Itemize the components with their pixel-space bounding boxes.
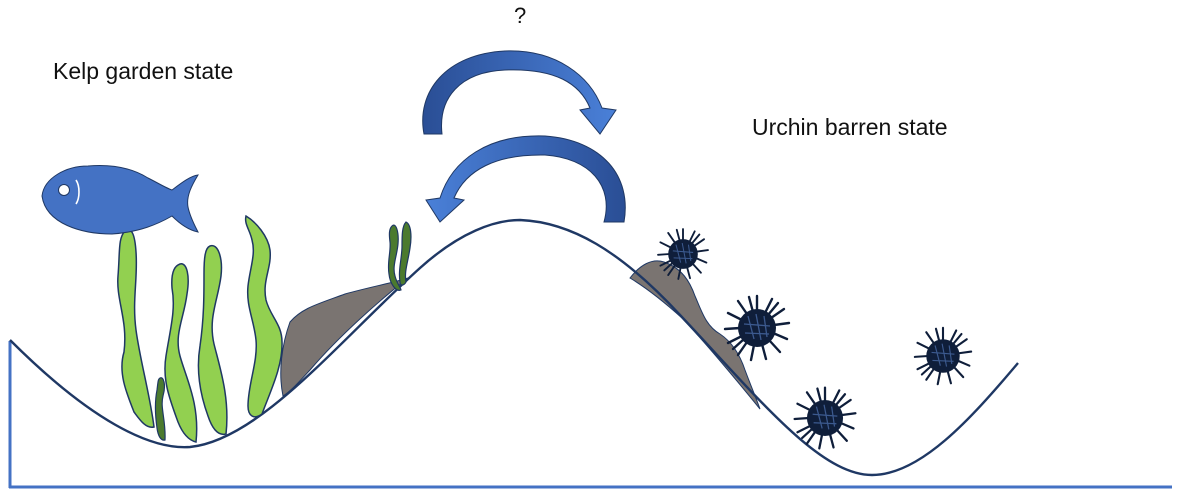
curved-arrow-icon[interactable]: [425, 135, 626, 223]
kelp-icon: [197, 244, 228, 436]
kelp-icon: [164, 263, 198, 443]
kelp-icon: [387, 224, 402, 291]
urchin-barren-state-label: Urchin barren state: [752, 114, 948, 140]
landscape-curve: [9, 218, 1019, 477]
kelp-icon: [244, 214, 283, 418]
kelp-icon: [398, 221, 412, 286]
kelp-icon: [154, 377, 166, 441]
sea-urchin-icon: [913, 326, 973, 386]
kelp-icon: [117, 229, 155, 429]
question-mark-label: ?: [514, 3, 527, 28]
sea-urchin-icon: [793, 386, 857, 450]
rock-left: [280, 277, 409, 397]
fish-icon: [41, 165, 199, 235]
kelp-garden-state-label: Kelp garden state: [53, 58, 234, 84]
curved-arrow-icon[interactable]: [422, 50, 617, 135]
